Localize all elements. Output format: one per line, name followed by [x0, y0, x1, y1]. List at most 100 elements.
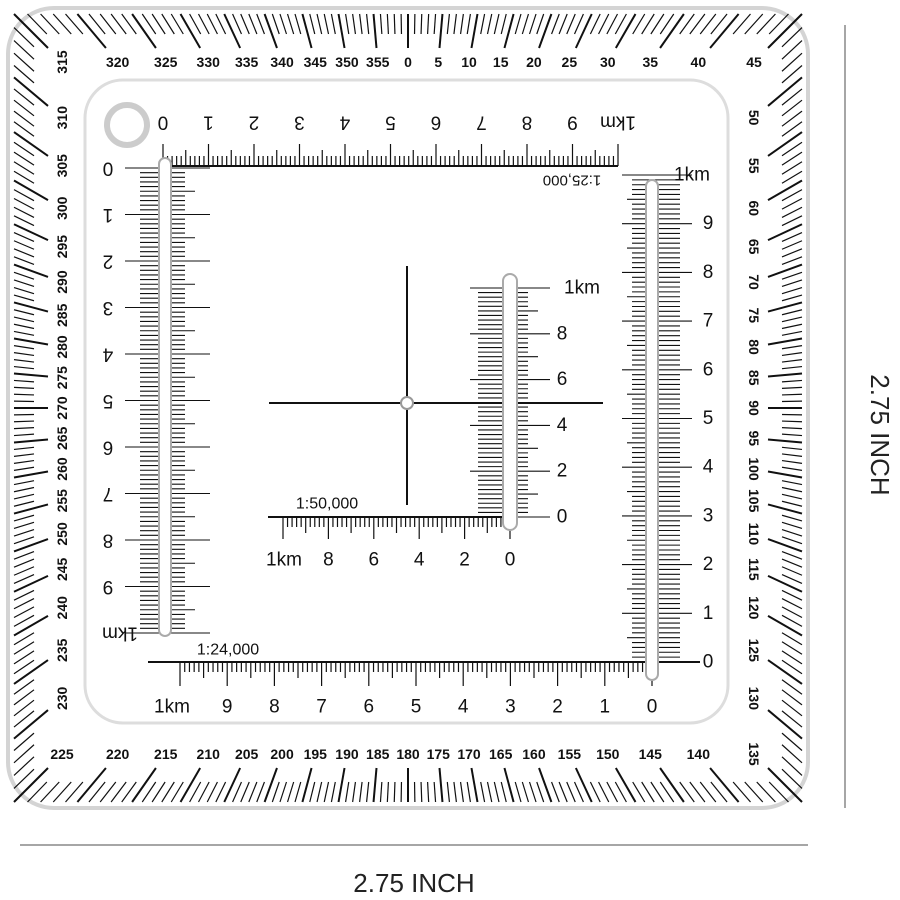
- protractor-label: 85: [746, 370, 762, 386]
- protractor-tick: [161, 781, 175, 803]
- protractor-tick: [13, 459, 35, 464]
- protractor-tick: [141, 13, 157, 35]
- protractor-tick: [279, 781, 288, 803]
- protractor-tick: [131, 13, 157, 49]
- protractor-tick: [781, 650, 803, 665]
- bottom-scale-label: 6: [364, 697, 375, 718]
- protractor-tick: [13, 294, 35, 302]
- top-scale-label: 1: [203, 112, 214, 133]
- protractor-tick: [13, 689, 35, 706]
- protractor-tick: [13, 121, 35, 137]
- protractor-tick: [500, 781, 507, 803]
- protractor-tick: [767, 767, 803, 803]
- protractor-tick: [13, 179, 49, 202]
- protractor-label: 330: [197, 54, 221, 70]
- protractor-tick: [359, 13, 363, 35]
- protractor-tick: [650, 13, 665, 35]
- protractor-tick: [459, 781, 464, 803]
- protractor-tick: [781, 161, 803, 175]
- right-scale-label: 3: [703, 505, 714, 526]
- protractor-tick: [13, 386, 35, 389]
- protractor-tick: [781, 589, 803, 601]
- protractor-label: 135: [746, 742, 762, 766]
- protractor-tick: [13, 131, 49, 157]
- protractor-tick: [781, 189, 803, 202]
- protractor-tick: [781, 240, 803, 250]
- protractor-tick: [13, 76, 49, 107]
- protractor-tick: [781, 256, 803, 265]
- protractor-tick: [781, 197, 803, 210]
- protractor-tick: [781, 279, 803, 288]
- protractor-tick: [781, 551, 803, 560]
- protractor-tick: [372, 767, 378, 803]
- protractor-label: 120: [746, 596, 762, 620]
- left-scale-label: 0: [103, 158, 114, 179]
- protractor-tick: [13, 486, 35, 493]
- protractor-tick: [13, 536, 35, 545]
- protractor-tick: [459, 13, 464, 35]
- protractor-tick: [781, 486, 803, 493]
- protractor-tick: [781, 536, 803, 545]
- protractor-tick: [528, 781, 537, 803]
- protractor-tick: [13, 514, 35, 522]
- protractor-label: 325: [154, 54, 178, 70]
- protractor-tick: [767, 372, 803, 378]
- protractor-tick: [589, 13, 601, 35]
- protractor-tick: [781, 359, 803, 363]
- protractor-label: 260: [54, 457, 70, 481]
- protractor-label: 340: [270, 54, 294, 70]
- protractor-tick: [110, 13, 127, 35]
- protractor-tick: [781, 699, 803, 717]
- width-dimension-label: 2.75 INCH: [353, 868, 475, 898]
- protractor-tick: [744, 781, 764, 803]
- protractor-tick: [286, 781, 295, 803]
- protractor-tick: [614, 13, 637, 49]
- protractor-tick: [767, 538, 803, 553]
- protractor-tick: [151, 13, 166, 35]
- protractor-tick: [781, 170, 803, 184]
- protractor-label: 230: [54, 686, 70, 710]
- protractor-tick: [493, 781, 500, 803]
- protractor-tick: [679, 13, 695, 35]
- protractor-tick: [781, 453, 803, 457]
- protractor-tick: [781, 500, 803, 507]
- protractor-tick: [121, 13, 137, 35]
- protractor-label: 170: [457, 746, 481, 762]
- protractor-tick: [781, 379, 803, 383]
- protractor-tick: [781, 632, 803, 646]
- bottom-scale-label: 7: [316, 697, 327, 718]
- protractor-tick: [206, 13, 218, 35]
- protractor-tick: [365, 13, 370, 35]
- protractor-tick: [393, 13, 396, 35]
- protractor-tick: [13, 558, 35, 568]
- protractor-tick: [574, 767, 593, 803]
- protractor-label: 80: [746, 339, 762, 355]
- protractor-tick: [337, 767, 346, 803]
- bottom-scale-label: 5: [411, 697, 422, 718]
- top-scale-label: 0: [158, 112, 169, 133]
- protractor-tick: [781, 433, 803, 437]
- protractor-tick: [240, 13, 250, 35]
- protractor-label: 160: [522, 746, 546, 762]
- protractor-tick: [13, 256, 35, 265]
- protractor-label: 65: [746, 239, 762, 255]
- protractor-label: 15: [493, 54, 509, 70]
- right-scale-label: 8: [703, 262, 714, 283]
- right-scale-label: 0: [703, 652, 714, 673]
- protractor-tick: [781, 248, 803, 258]
- protractor-label: 275: [54, 366, 70, 390]
- protractor-tick: [13, 352, 35, 357]
- protractor-label: 210: [197, 746, 221, 762]
- protractor-label: 255: [54, 489, 70, 513]
- inner-horizontal-name: 1:50,000: [296, 496, 358, 513]
- protractor-label: 335: [235, 54, 259, 70]
- protractor-tick: [699, 781, 717, 803]
- protractor-tick: [781, 420, 803, 423]
- protractor-tick: [13, 141, 35, 157]
- protractor-tick: [13, 566, 35, 576]
- protractor-tick: [13, 446, 35, 451]
- protractor-tick: [767, 614, 803, 637]
- protractor-tick: [151, 781, 166, 803]
- protractor-tick: [13, 438, 49, 444]
- protractor-tick: [551, 781, 560, 803]
